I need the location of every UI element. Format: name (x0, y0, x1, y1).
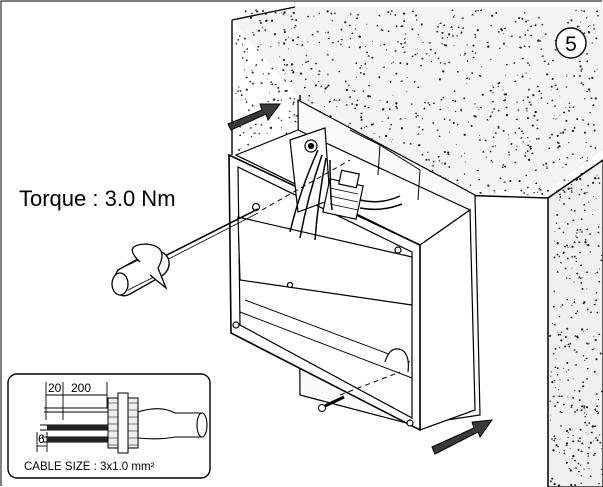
torque-label: Torque : 3.0 Nm (19, 186, 176, 211)
step-number: 5 (565, 33, 577, 56)
screwdriver (111, 208, 259, 297)
rotation-arrow (131, 243, 168, 291)
box-inner-shelf (237, 216, 413, 306)
cable-wires (40, 407, 122, 443)
cable-size-caption: CABLE SIZE : 3x1.0 mm² (24, 461, 155, 473)
bottom-screw (318, 371, 401, 412)
top-screw-guide (261, 159, 351, 211)
dim-sheath-length: 200 (71, 381, 91, 395)
wall-outline (231, 6, 603, 487)
back-box (228, 98, 481, 432)
arrow-bottom (431, 419, 494, 455)
step-number-badge: 5 (555, 27, 587, 59)
cable-bundle (289, 149, 403, 241)
wall-texture (235, 8, 603, 487)
cable-gland (107, 392, 139, 454)
cable-sheath (137, 408, 203, 440)
box-cutout (384, 348, 409, 373)
cable-size-inset: 20 200 6 CABLE SIZE : 3x1.0 mm² (7, 373, 211, 479)
arrow-top (227, 103, 281, 131)
box-right-side (419, 208, 476, 431)
dim-strip-length: 20 (48, 381, 62, 395)
dim-end-length: 6 (38, 432, 45, 446)
